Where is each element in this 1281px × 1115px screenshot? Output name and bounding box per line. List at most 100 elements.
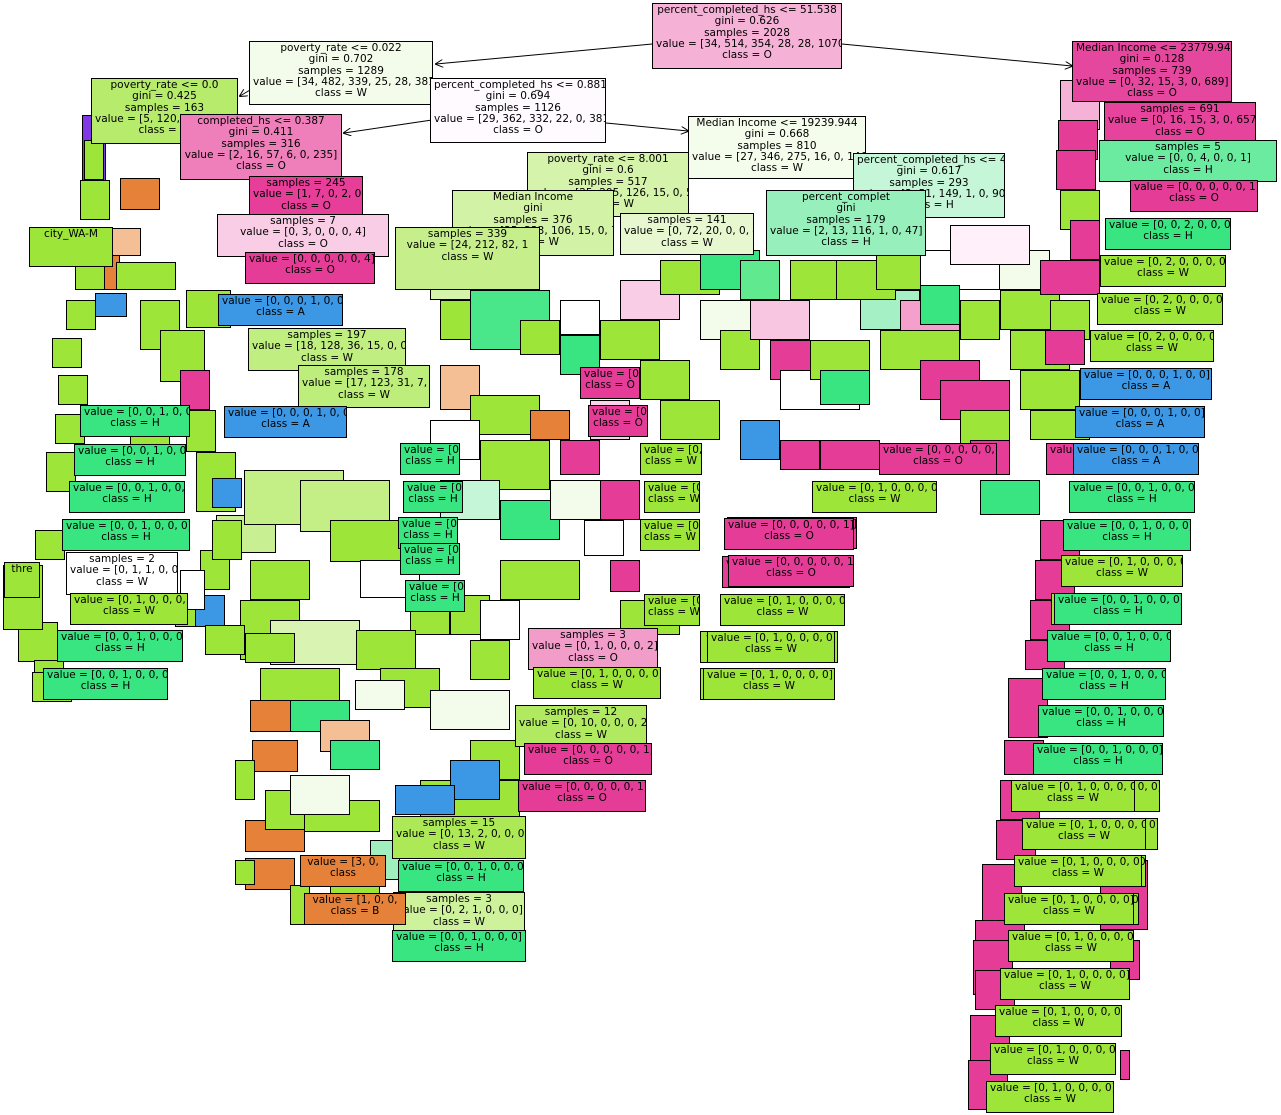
tree-node: value = [0, 1, 0, 0, 0, 0]class = W [644, 594, 700, 626]
tree-node-fragment [500, 500, 560, 540]
tree-node-line: value = [0, 2, 0, 0, 0, 0] [1094, 331, 1214, 343]
tree-node-line: class = W [1043, 905, 1095, 918]
tree-node: value = [0, 0, 1, 0, 0, 0]class = H [392, 930, 526, 962]
tree-node-fragment [180, 370, 210, 410]
tree-node-line: value = [0, 0, 1, 0, 0, 0] [1073, 482, 1195, 494]
tree-node-fragment [640, 360, 690, 400]
tree-node: value = [0, 0, 1, 0, 0, 0]class = H [74, 444, 186, 476]
tree-node-line: value = [0, 0, 1, 0, 0, 0] [61, 631, 183, 643]
tree-node-fragment [480, 600, 520, 640]
tree-node-line: value = [0, 0, 0, 0, 0, 1] [1134, 181, 1258, 193]
tree-node-line: class = O [236, 160, 286, 173]
tree-node-fragment [120, 178, 160, 210]
tree-node-line: value = [0, 1, 0, 0, 0, 0] [644, 444, 702, 456]
tree-node-line: value = [0, 0, 1, 0, 0, 0] [402, 518, 457, 530]
tree-node-line: class = A [261, 418, 310, 431]
tree-node-fragment [1040, 260, 1100, 295]
tree-node-line: class = W [138, 124, 191, 137]
tree-node-line: value = [0, 1, 0, 0, 0, 0] [994, 1044, 1116, 1056]
tree-node-line: value = [0, 32, 15, 3, 0, 689] [1076, 75, 1229, 88]
tree-node-line: value = [0, 0, 0, 0, 0, 1] [528, 744, 652, 756]
tree-node-line: class = H [95, 642, 145, 655]
tree-node-line: value = [0, 1, 1, 0, 0, [70, 564, 178, 577]
tree-node-line: value = [0, 0, 1, 0, 0, 0] [47, 669, 168, 681]
tree-node-line: value = [0, 0, 1, 0, 0, 0] [1067, 520, 1191, 532]
tree-node: value = [0, 1, 0, 0, 0, 0]class = W [1014, 855, 1142, 887]
tree-node-fragment [1056, 150, 1096, 190]
tree-node-line: value = [0, 2, 1, 0, 0, 0] [397, 904, 523, 917]
tree-node: value = [0, 0, 0, 0, 0, 1]class = O [879, 443, 997, 475]
tree-node: value = [0, 1, 0, 0, 0, 0]class = W [70, 593, 188, 625]
tree-node-line: samples = 1126 [475, 101, 561, 114]
tree-node-line: gini = 0.626 [714, 15, 780, 28]
tree-node: value = [0, 0, 1, 0, 0, 0]class = H [1069, 481, 1195, 513]
tree-node-line: class = W [96, 575, 148, 588]
tree-node-fragment [960, 410, 1010, 445]
tree-node-fragment [212, 478, 242, 508]
tree-node: value = [0, 1, 0, 0, 0, 0]class = W [1022, 818, 1146, 850]
tree-node: value = [0, 0, 0, 1, 0, 0]class = A [1073, 443, 1199, 475]
tree-node: value = [0, 0, 1, 0, 0, 0]class = H [1063, 519, 1191, 551]
tree-node-line: value = [0, 10, 0, 0, 0, 2] [519, 717, 647, 730]
tree-node-line: class = O [585, 379, 635, 392]
tree-node-fragment [330, 740, 380, 770]
tree-node-line: value = [24, 212, 82, 1 [406, 239, 529, 252]
tree-node-line: value = [0, 0, 0, 1, 0, 0] [228, 407, 347, 419]
tree-node-line: class = H [1073, 755, 1123, 768]
tree-node-line: samples = 5 [1155, 141, 1221, 153]
tree-node-line: value = [0, 0, 1, 0, 0, 0] [402, 861, 524, 873]
tree-node-line: value = [0, 0, 0, 0, 0, 1] [592, 406, 647, 418]
tree-node: value = [0, 1, 0, 0, 0, 0]class = W [640, 519, 700, 551]
tree-node-line: class = H [1102, 531, 1152, 544]
tree-node-line: thre [11, 563, 33, 575]
tree-node-line: class = O [764, 530, 814, 543]
tree-node: value = [0, 0, 1, 0, 0, 0]class = H [62, 519, 190, 551]
tree-node: value = [0, 0, 2, 0, 0, 0]class = H [1105, 218, 1231, 250]
tree-node-line: value = [0, 0, 0, 0, 0, 1] [584, 368, 639, 380]
tree-node-line: class = W [1134, 305, 1186, 318]
tree-node-line: samples = 163 [124, 101, 205, 114]
tree-node: value = [0, 0, 0, 1, 0, 0]class = A [224, 406, 347, 438]
tree-node-line: value = [0, 0, 1, 0, 0, 0] [396, 931, 522, 943]
tree-node-line: class = H [110, 417, 160, 430]
tree-node-line: value = [0, 1, 0, 0, 0, 0] [1004, 969, 1130, 981]
tree-node-fragment [35, 530, 65, 560]
tree-node-line: value = [0, 1, 0, 0, 0, 0] [648, 595, 699, 607]
tree-node: value = [0, 1, 0, 0, 0, 0]class = W [1011, 780, 1135, 812]
tree-node: value = [0, 1, 0, 0, 0, 0]class = W [533, 667, 661, 699]
tree-node-line: class = H [80, 680, 131, 693]
tree-node-line: value = [0, 0, 4, 0, 0, 1] [1125, 152, 1251, 165]
tree-node-line: class = O [913, 455, 963, 468]
tree-node-line: class = H [408, 493, 458, 506]
tree-node-line: value = [17, 123, 31, 7, 0 [302, 377, 430, 390]
tree-node: value = [0, 1, 0, 0, 0, 0]class = W [986, 1081, 1114, 1113]
tree-node-line: samples = 179 [806, 213, 886, 226]
tree-node: value = [0, 0, 0, 0, 0, 1]class = O [1130, 180, 1258, 212]
tree-node-line: value = [0, 1, 0, 0, 0, 0] [648, 482, 699, 494]
tree-node-line: class = W [1126, 342, 1178, 355]
tree-node-line: percent_complet [801, 191, 891, 203]
tree-node-line: gini = 0.668 [744, 128, 810, 141]
tree-node-fragment [560, 440, 600, 475]
tree-node-fragment [1020, 370, 1080, 410]
tree-node-fragment [1070, 220, 1100, 260]
tree-node-line: value = [0, 0, 1, 0, 0, 0] [1058, 594, 1182, 606]
tree-node-fragment [450, 760, 500, 800]
tree-node: value = [0, 1, 0, 0, 0, 0]class = W [703, 668, 835, 700]
tree-node-line: value = [0, 0, 1, 0, 0, 0] [66, 520, 190, 532]
tree-node: city_WA-M [29, 227, 113, 267]
tree-node-line: class = H [405, 455, 455, 468]
tree-node-line: class = W [1137, 267, 1189, 280]
tree-node-fragment [245, 633, 295, 663]
tree-node-line: poverty_rate <= 8.001 [547, 153, 669, 165]
tree-node-fragment [95, 293, 127, 317]
